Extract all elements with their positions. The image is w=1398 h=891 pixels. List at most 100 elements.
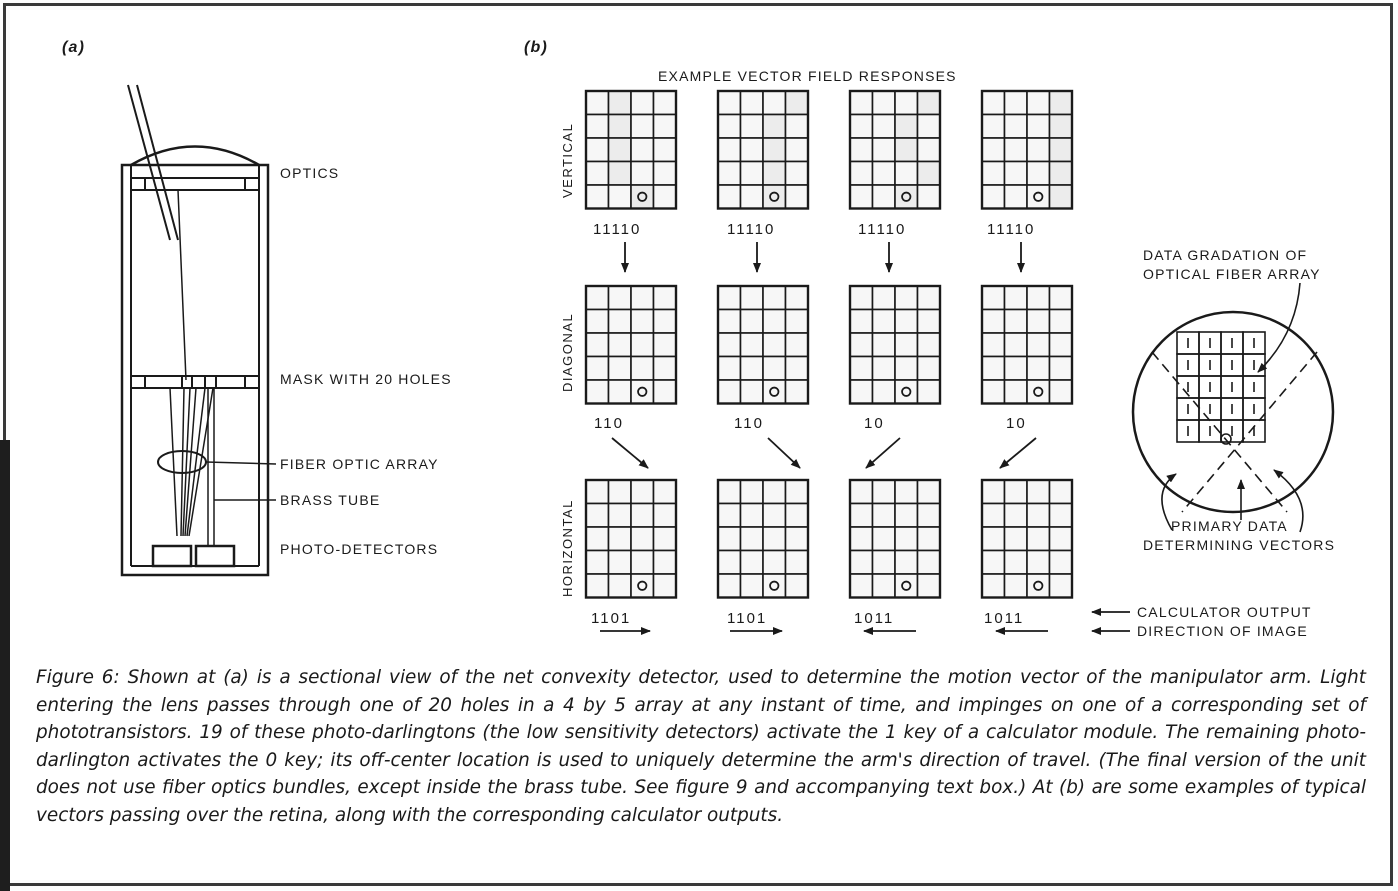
retina-grid-cell-block [848,89,942,210]
grid-cell [585,502,610,528]
grid-border [980,284,1074,405]
grid-cell [739,113,764,139]
grid-cell [916,184,941,210]
label-optics: OPTICS [280,165,339,181]
panel-b-label: (b) [524,39,548,56]
grid-cell [630,479,655,505]
input-fiber-line [127,84,171,241]
grid-cell [607,90,632,116]
zero-key-hole-mark [637,580,648,591]
grid-cell [652,549,677,575]
zero-key-hole-mark [637,191,648,202]
grid-cell [784,137,809,163]
grid-cell [607,332,632,358]
grid-cell [784,479,809,505]
grid-cell [739,355,764,381]
grid-cell [652,355,677,381]
panel-b-title: EXAMPLE VECTOR FIELD RESPONSES [658,68,957,84]
grid-cell [717,479,742,505]
grid-cell [916,90,941,116]
grid-cell [981,379,1006,405]
label-photo-detectors: PHOTO-DETECTORS [280,541,438,557]
grid-cell [607,355,632,381]
grid-cell [1048,549,1073,575]
output-vertical-1: 11110 [593,221,641,238]
grid-cell [849,184,874,210]
grid-cell [1026,502,1051,528]
grid-border [584,284,678,405]
grid-border [584,478,678,599]
grid-cell [784,526,809,552]
grid-cell [849,573,874,599]
grid-cell [762,573,787,599]
grid-cell [630,285,655,311]
grid-cell [916,355,941,381]
grid-cell [1003,479,1028,505]
grid-cell [762,549,787,575]
grid-cell [717,137,742,163]
grid-cell [630,308,655,334]
grid-cell [1048,137,1073,163]
panel-a-convexity-detector: (a) [62,39,451,577]
grid-cell [1026,160,1051,186]
grid-cell [762,379,787,405]
grid-cell [585,549,610,575]
grid-cell [1048,90,1073,116]
grid-cell [717,526,742,552]
photo-detector [194,544,236,568]
grid-cell [1003,549,1028,575]
grid-cell [652,526,677,552]
grid-cell [784,502,809,528]
grid-cell [1003,137,1028,163]
photo-detector [151,544,193,568]
grid-border [716,89,810,210]
grid-cell [630,332,655,358]
grid-cell [1026,573,1051,599]
grid-cell [607,526,632,552]
grid-cell [1003,184,1028,210]
grid-cell [630,502,655,528]
grid-cell [784,355,809,381]
grid-cell [739,332,764,358]
grid-cell [607,184,632,210]
grid-cell [1026,479,1051,505]
grid-cell [1003,308,1028,334]
grid-cell [871,113,896,139]
grid-cell [894,355,919,381]
grid-cell [916,549,941,575]
zero-key-hole-mark [901,580,912,591]
grid-cell [871,160,896,186]
label-brass-tube: BRASS TUBE [280,492,380,508]
grid-cell [652,502,677,528]
grid-cell [762,502,787,528]
grid-cell [1048,479,1073,505]
grid-cell [585,355,610,381]
grid-cell [607,308,632,334]
grid-cell [894,137,919,163]
grid-cell [762,479,787,505]
grid-border [584,89,678,210]
grid-cell [607,549,632,575]
detector-housing [120,163,270,577]
grid-cell [981,137,1006,163]
grid-cell [630,160,655,186]
grid-cell [981,113,1006,139]
grid-cell [652,379,677,405]
grid-cell [652,137,677,163]
grid-cell [630,137,655,163]
grid-cell [739,285,764,311]
panel-a-label: (a) [62,39,85,56]
grid-cell [762,332,787,358]
grid-cell [607,502,632,528]
grid-cell [1026,526,1051,552]
grid-cell [717,502,742,528]
grid-cell [1026,113,1051,139]
grid-cell [630,90,655,116]
output-vertical-4: 11110 [987,221,1035,238]
grid-cell [1003,90,1028,116]
grid-cell [1048,160,1073,186]
grid-cell [739,502,764,528]
grid-cell [849,137,874,163]
grid-cell [652,160,677,186]
